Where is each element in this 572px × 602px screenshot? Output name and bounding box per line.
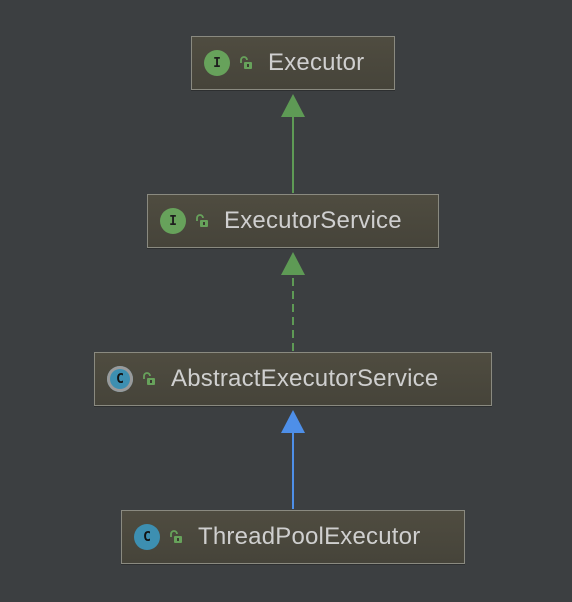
- node-label: AbstractExecutorService: [171, 365, 439, 392]
- edge-arrowhead-abstract-executor-service: [281, 410, 305, 433]
- abstract-class-icon: C: [107, 366, 133, 392]
- unlock-icon: [170, 530, 182, 543]
- node-executor[interactable]: I Executor: [191, 36, 395, 90]
- node-thread-pool-executor[interactable]: C ThreadPoolExecutor: [121, 510, 465, 564]
- node-label: Executor: [268, 49, 365, 76]
- node-executor-service[interactable]: I ExecutorService: [147, 194, 439, 248]
- edge-arrowhead-executor: [281, 94, 305, 117]
- unlock-icon: [240, 56, 252, 69]
- interface-icon: I: [160, 208, 186, 234]
- class-icon: C: [134, 524, 160, 550]
- node-abstract-executor-service[interactable]: C AbstractExecutorService: [94, 352, 492, 406]
- node-label: ThreadPoolExecutor: [198, 523, 421, 550]
- unlock-icon: [196, 214, 208, 227]
- unlock-icon: [143, 372, 155, 385]
- interface-icon: I: [204, 50, 230, 76]
- edge-arrowhead-executor-service: [281, 252, 305, 275]
- node-label: ExecutorService: [224, 207, 402, 234]
